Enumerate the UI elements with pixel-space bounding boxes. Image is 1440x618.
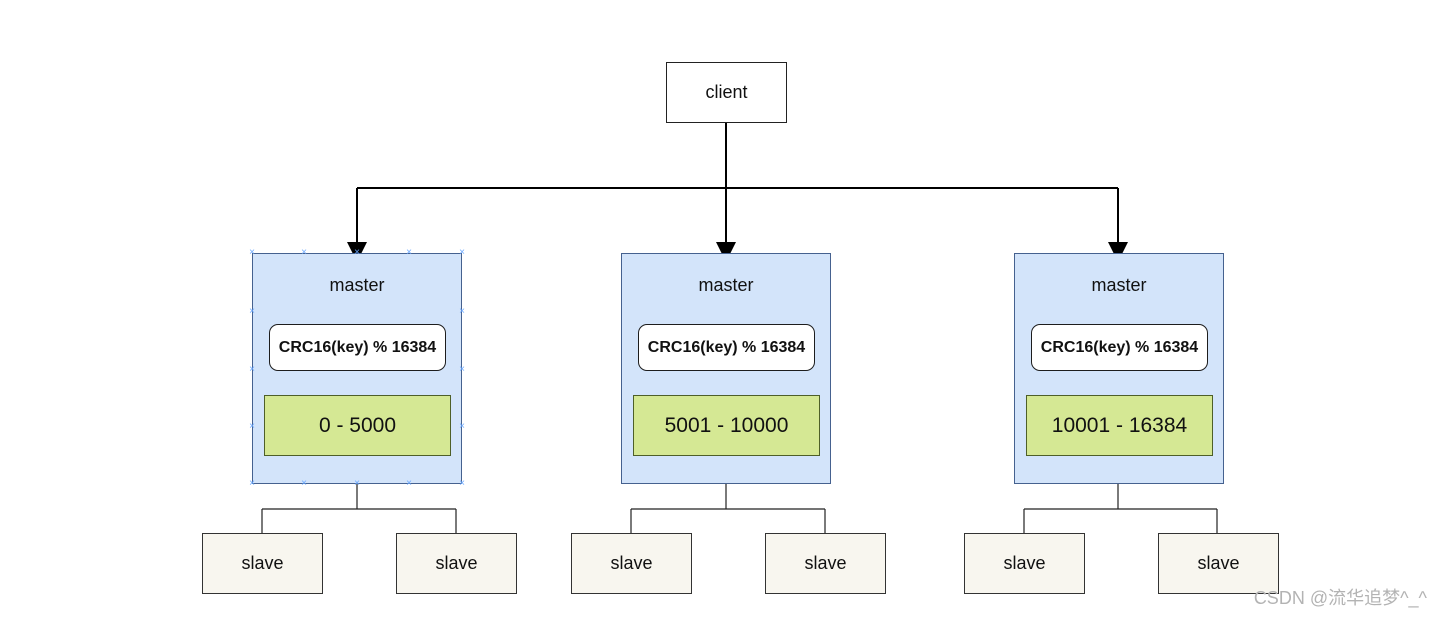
selection-handle-icon[interactable]: × [354, 478, 360, 489]
slave-label: slave [610, 553, 653, 573]
selection-handle-icon[interactable]: × [301, 478, 307, 489]
slave-label: slave [1003, 553, 1046, 573]
selection-handle-icon[interactable]: × [301, 247, 307, 258]
slave-node-2-1[interactable]: slave [571, 533, 692, 594]
master-1-to-slaves-connector [261, 484, 457, 533]
slave-node-1-1[interactable]: slave [202, 533, 323, 594]
master-node-1[interactable]: master CRC16(key) % 16384 0 - 5000 [252, 253, 462, 484]
selection-handle-icon[interactable]: × [354, 247, 360, 258]
slave-label: slave [804, 553, 847, 573]
selection-handle-icon[interactable]: × [249, 478, 255, 489]
selection-handle-icon[interactable]: × [406, 478, 412, 489]
client-to-masters-connector [356, 123, 1119, 246]
master-2-to-slaves-connector [630, 484, 826, 533]
slave-node-1-2[interactable]: slave [396, 533, 517, 594]
selection-handle-icon[interactable]: × [249, 364, 255, 375]
selection-handle-icon[interactable]: × [459, 364, 465, 375]
selection-handle-icon[interactable]: × [406, 247, 412, 258]
hash-formula-label: CRC16(key) % 16384 [647, 338, 806, 356]
slave-label: slave [1197, 553, 1240, 573]
master-3-to-slaves-connector [1023, 484, 1218, 533]
slave-label: slave [241, 553, 284, 573]
client-label: client [705, 82, 748, 102]
hash-slot-range-label: 0 - 5000 [318, 413, 397, 437]
master-node-2[interactable]: master CRC16(key) % 16384 5001 - 10000 [621, 253, 831, 484]
selection-handle-icon[interactable]: × [249, 421, 255, 432]
hash-formula-box: CRC16(key) % 16384 [1031, 324, 1208, 371]
hash-formula-label: CRC16(key) % 16384 [1040, 338, 1199, 356]
master-title: master [698, 275, 754, 295]
hash-slot-range-label: 5001 - 10000 [664, 413, 789, 437]
master-title: master [1091, 275, 1147, 295]
hash-formula-box: CRC16(key) % 16384 [269, 324, 446, 371]
master-title: master [329, 275, 385, 295]
client-node[interactable]: client [666, 62, 787, 123]
hash-formula-box: CRC16(key) % 16384 [638, 324, 815, 371]
hash-slot-range-box: 0 - 5000 [264, 395, 451, 456]
slave-label: slave [435, 553, 478, 573]
hash-slot-range-box: 10001 - 16384 [1026, 395, 1213, 456]
selection-handle-icon[interactable]: × [249, 306, 255, 317]
master-node-3[interactable]: master CRC16(key) % 16384 10001 - 16384 [1014, 253, 1224, 484]
slave-node-3-1[interactable]: slave [964, 533, 1085, 594]
selection-handle-icon[interactable]: × [249, 247, 255, 258]
hash-formula-label: CRC16(key) % 16384 [278, 338, 437, 356]
csdn-watermark: CSDN @流华追梦^_^ [1253, 588, 1427, 608]
selection-handle-icon[interactable]: × [459, 421, 465, 432]
selection-handle-icon[interactable]: × [459, 247, 465, 258]
hash-slot-range-box: 5001 - 10000 [633, 395, 820, 456]
selection-handle-icon[interactable]: × [459, 478, 465, 489]
hash-slot-range-label: 10001 - 16384 [1051, 413, 1188, 437]
selection-handle-icon[interactable]: × [459, 306, 465, 317]
slave-node-3-2[interactable]: slave [1158, 533, 1279, 594]
slave-node-2-2[interactable]: slave [765, 533, 886, 594]
